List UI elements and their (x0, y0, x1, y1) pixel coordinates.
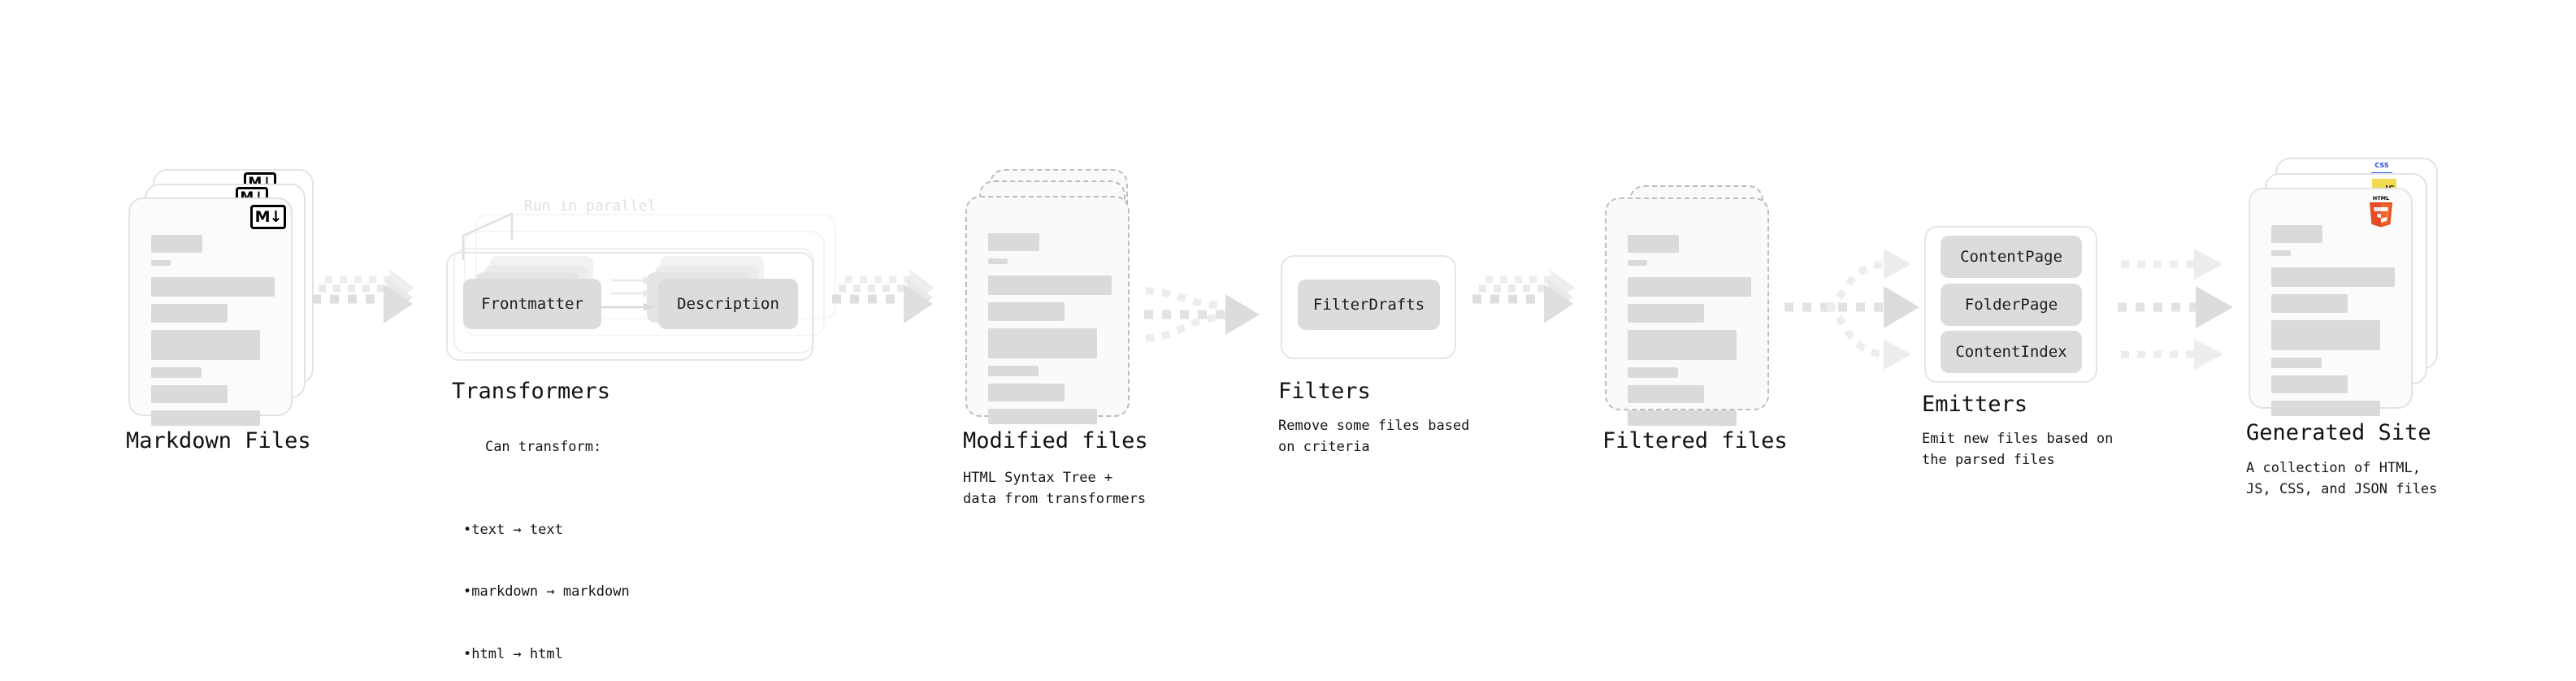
content-bar (2271, 375, 2348, 393)
site-file-content (2271, 225, 2395, 423)
content-bar (151, 304, 228, 323)
content-bar (1628, 277, 1751, 297)
content-bar (2271, 294, 2348, 313)
stage-title-generated-site: Generated Site (2246, 420, 2431, 445)
stage-desc-transformers: Can transform: text → text markdown → ma… (452, 416, 630, 681)
arrow-markdown-to-transformers (312, 270, 414, 323)
transformers-desc-line: Can transform: (484, 438, 602, 455)
stage-desc-generated-site: A collection of HTML, JS, CSS, and JSON … (2246, 460, 2438, 497)
content-bar (2271, 401, 2380, 416)
content-bar (151, 260, 171, 266)
arrow-transformers-to-modified (832, 270, 935, 323)
markdown-file-front (128, 197, 293, 426)
content-bar (1628, 385, 1704, 403)
content-bar (988, 409, 1097, 424)
stage-title-markdown-files: Markdown Files (126, 428, 311, 453)
filters-box (1281, 255, 1456, 359)
stage-title-filtered-files: Filtered files (1602, 428, 1788, 453)
stage-desc-emitters: Emit new files based on the parsed files (1922, 431, 2114, 468)
content-bar (2271, 320, 2380, 350)
emitters-box (1924, 226, 2097, 383)
content-bar (151, 330, 260, 360)
content-bar (151, 385, 228, 403)
emitter-chip-folderpage[interactable]: FolderPage (1941, 284, 2082, 326)
content-bar (988, 233, 1039, 251)
filtered-file-content (1628, 235, 1751, 433)
transformers-bullet: html → html (463, 644, 630, 666)
content-bar (988, 258, 1008, 264)
stage-title-transformers: Transformers (452, 379, 611, 404)
content-bar (988, 366, 1039, 376)
content-bar (1628, 235, 1679, 253)
transformers-box-mid (453, 248, 814, 354)
parallel-bracket (462, 212, 514, 260)
stage-desc-filters: Remove some files based on criteria (1278, 418, 1470, 455)
content-bar (1628, 367, 1678, 378)
content-bar (151, 235, 202, 253)
filtered-file-front (1605, 197, 1769, 426)
content-bar (2271, 225, 2322, 243)
content-bar (988, 302, 1065, 321)
content-bar (1628, 260, 1647, 266)
markdown-file-content (151, 235, 275, 433)
parallel-annotation: Run in parallel (524, 197, 657, 215)
content-bar (988, 275, 1112, 295)
content-bar (151, 367, 202, 378)
html5-badge: HTML (2367, 194, 2395, 228)
content-bar (1628, 304, 1704, 323)
transformers-bullet-list: text → text markdown → markdown html → h… (463, 479, 630, 681)
stage-title-filters: Filters (1278, 379, 1371, 404)
content-bar (151, 410, 260, 426)
content-bar (988, 328, 1097, 358)
content-bar (1628, 410, 1737, 426)
transformer-chip-frontmatter[interactable]: Frontmatter (463, 279, 601, 329)
transformers-bullet: markdown → markdown (463, 582, 629, 603)
modified-file-front (965, 196, 1130, 424)
filter-chip-filterdrafts[interactable]: FilterDrafts (1298, 280, 1440, 330)
transformers-bullet: text → text (463, 520, 630, 541)
modified-file-content (988, 233, 1112, 432)
arrow-emitters-to-site (2118, 249, 2233, 370)
stage-title-emitters: Emitters (1922, 392, 2028, 417)
arrow-filters-to-filtered (1472, 270, 1575, 323)
transformers-box-front (446, 252, 813, 361)
emitter-chip-contentindex[interactable]: ContentIndex (1941, 331, 2082, 373)
content-bar (2271, 267, 2395, 287)
content-bar (1628, 330, 1737, 360)
transformer-chip-description[interactable]: Description (658, 279, 798, 329)
transformer-internal-arrows (601, 276, 653, 311)
stage-desc-modified-files: HTML Syntax Tree + data from transformer… (963, 470, 1147, 507)
arrow-modified-to-filters (1144, 287, 1260, 342)
content-bar (2271, 358, 2322, 368)
content-bar (151, 277, 275, 297)
content-bar (988, 384, 1065, 401)
arrow-filtered-to-emitters (1785, 249, 1919, 370)
emitter-chip-contentpage[interactable]: ContentPage (1941, 236, 2082, 278)
markdown-badge: M↓ (250, 205, 286, 229)
content-bar (2271, 250, 2291, 256)
stage-title-modified-files: Modified files (963, 428, 1148, 453)
html5-wordmark: HTML (2373, 195, 2389, 202)
